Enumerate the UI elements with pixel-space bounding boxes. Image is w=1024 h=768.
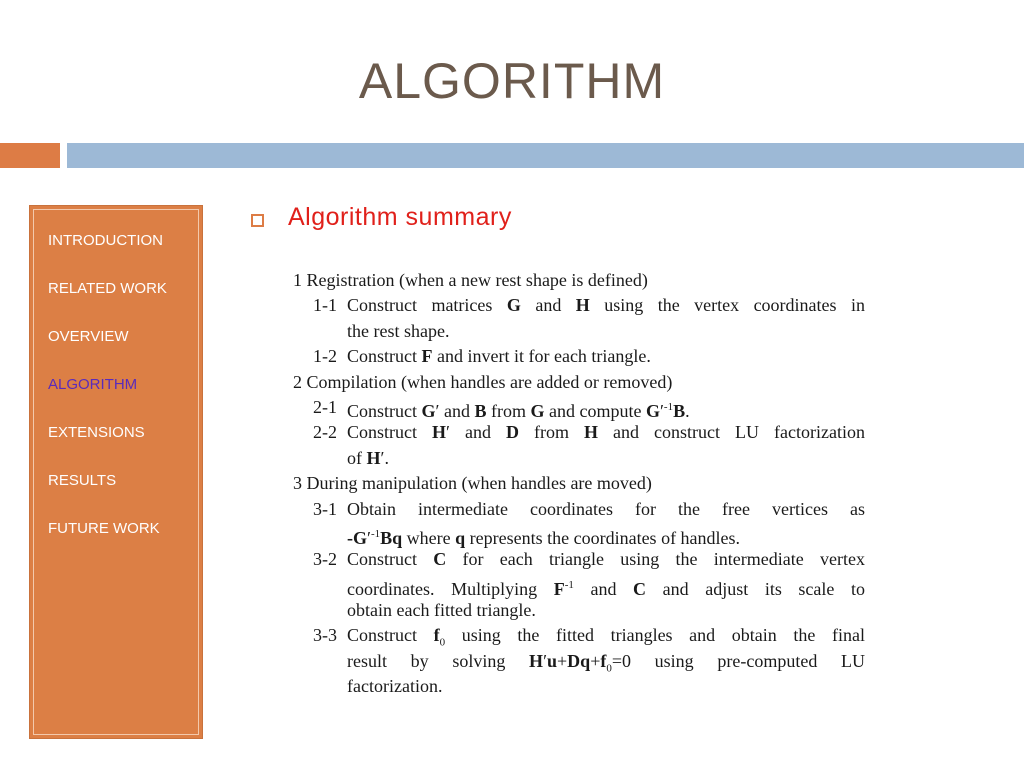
step-3-2: 3-2 Construct C for each triangle using … [313,549,865,570]
sidebar-item-results[interactable]: RESULTS [48,472,117,489]
sidebar-item-future-work[interactable]: FUTURE WORK [48,520,160,537]
sidebar-item-related-work[interactable]: RELATED WORK [48,280,167,297]
step-1: 1 Registration (when a new rest shape is… [293,270,648,290]
step-1-1: 1-1 Construct matrices G and H using the… [313,295,865,316]
accent-bar-orange [0,143,60,168]
bullet-heading: Algorithm summary [288,203,512,231]
sidebar-nav: INTRODUCTION RELATED WORK OVERVIEW ALGOR… [29,205,203,739]
sidebar-border [33,209,199,735]
step-2-1: 2-1 Construct G′ and B from G and comput… [313,396,690,421]
sidebar-item-algorithm[interactable]: ALGORITHM [48,376,138,393]
page-title: ALGORITHM [358,53,666,109]
algorithm-steps: 1 Registration (when a new rest shape is… [293,270,866,697]
step-3-1: 3-1 Obtain intermediate coordinates for … [313,498,865,519]
accent-bar-blue [67,143,1024,168]
sidebar-item-extensions[interactable]: EXTENSIONS [48,424,145,441]
sidebar-item-introduction[interactable]: INTRODUCTION [48,232,163,249]
step-2-2: 2-2 Construct H′ and D from H and constr… [313,422,865,443]
step-2: 2 Compilation (when handles are added or… [293,371,673,392]
sidebar-item-overview[interactable]: OVERVIEW [48,328,129,345]
step-3-3: 3-3 Construct f0 using the fitted triang… [313,625,866,650]
step-1-2: 1-2 Construct F and invert it for each t… [313,346,651,367]
step-3: 3 During manipulation (when handles are … [293,473,652,494]
square-bullet-icon [251,214,264,227]
